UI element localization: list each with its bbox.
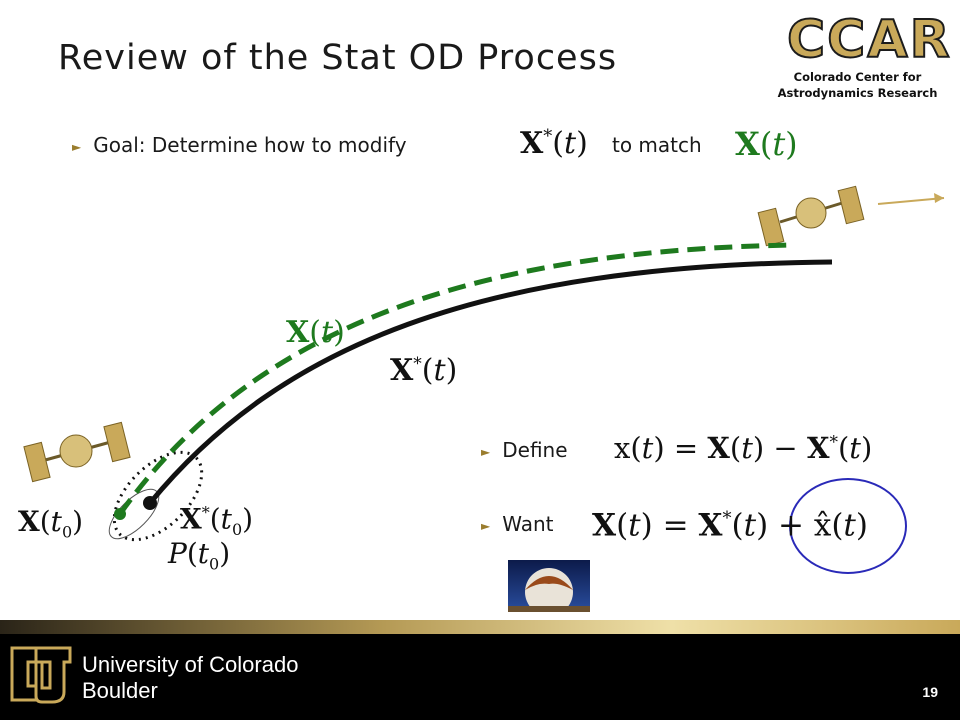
cu-logo-icon [10,646,72,704]
ccar-logo-line1: Colorado Center for [793,70,922,84]
reference-initial-point [143,496,157,510]
ccar-logo-line2: Astrodynamics Research [777,86,938,100]
want-bullet: ► Want [481,512,554,536]
true-initial-label: X(t0) [18,505,84,542]
want-equation: X(t) = X*(t) + x̂(t) [592,507,868,544]
goal-bullet: ► Goal: Determine how to modify [72,133,407,157]
velocity-arrow-head [934,193,944,203]
define-bullet: ► Define [481,438,568,462]
bullet-arrow-icon: ► [481,444,491,459]
bullet-arrow-icon: ► [72,139,82,154]
reference-trajectory-label: X*(t) [390,353,458,388]
true-trajectory [117,242,796,516]
ccar-logo-wordmark: CCAR [786,9,952,71]
slide-title: Review of the Stat OD Process [58,38,618,78]
page-number: 19 [922,684,938,700]
velocity-arrow-line [877,197,945,205]
want-label: Want [502,512,554,536]
goal-text: Goal: Determine how to modify [93,133,407,157]
bullet-arrow-icon: ► [481,518,491,533]
reference-trajectory [148,259,833,505]
covariance-ellipse-outer [112,450,204,542]
define-label: Define [502,438,568,462]
estimate-highlight-circle [789,478,907,574]
footer-gold-band [0,620,960,634]
university-line1: University of Colorado [82,652,299,677]
footer-bar: University of Colorado Boulder 19 [0,620,960,720]
goal-ref-symbol: X*(t) [520,126,588,161]
satellite-icon-start [23,421,131,483]
reference-initial-label: X*(t0) [180,502,254,539]
true-initial-point [114,508,126,520]
satellite-icon-end [757,185,865,247]
define-equation: x(t) = X(t) − X*(t) [614,431,873,465]
university-line2: Boulder [82,678,158,703]
covariance-label: P(t0) [168,537,231,574]
true-trajectory-label: X(t) [286,315,345,350]
goal-middle-text: to match [612,133,702,157]
university-name: University of Colorado Boulder [82,652,298,704]
observatory-photo [508,560,590,612]
ccar-logo: CCAR Colorado Center for Astrodynamics R… [775,9,951,102]
goal-true-symbol: X(t) [735,125,798,163]
